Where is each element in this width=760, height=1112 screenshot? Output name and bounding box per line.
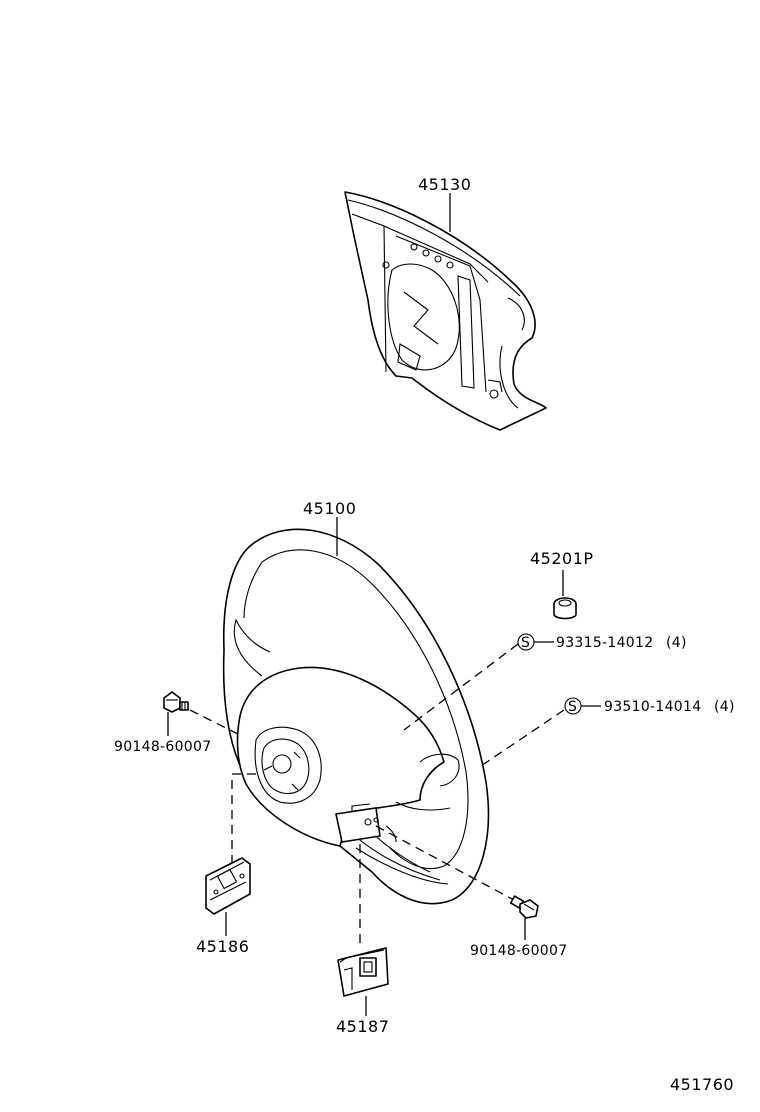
cap-icon xyxy=(553,597,577,620)
part-label-93510-14014: 93510-14014 xyxy=(604,699,701,715)
screw-icon-left xyxy=(163,691,189,713)
dashed-line-screw-right xyxy=(375,825,515,901)
steering-wheel-icon xyxy=(222,528,490,905)
dashed-line-45186 xyxy=(231,773,256,872)
s-symbol-letter: S xyxy=(521,635,530,651)
dashed-line-93315 xyxy=(403,643,519,731)
part-label-45130: 45130 xyxy=(418,175,471,194)
dashed-line-93510 xyxy=(477,709,565,769)
part-label-45100: 45100 xyxy=(303,499,356,518)
screw-icon-right xyxy=(509,895,539,919)
dashed-line-screw-left xyxy=(189,709,243,737)
airbag-pad-icon xyxy=(344,191,547,431)
bolt-93315-callout: S 93315-14012 (4) xyxy=(517,633,687,651)
part-label-93315-14012: 93315-14012 xyxy=(556,635,653,651)
s-symbol-letter: S xyxy=(568,699,577,715)
part-qty-93315-14012: (4) xyxy=(666,635,687,651)
part-label-45186: 45186 xyxy=(196,937,249,956)
lower-cover-icon-45186 xyxy=(205,857,251,915)
part-label-90148-60007-left: 90148-60007 xyxy=(114,739,211,755)
lower-cover-icon-45187 xyxy=(337,947,389,997)
part-label-45201p: 45201P xyxy=(530,549,594,568)
diagram-id: 451760 xyxy=(670,1075,734,1094)
part-label-45187: 45187 xyxy=(336,1017,389,1036)
bolt-93510-callout: S 93510-14014 (4) xyxy=(564,697,735,715)
part-label-90148-60007-right: 90148-60007 xyxy=(470,943,567,959)
part-qty-93510-14014: (4) xyxy=(714,699,735,715)
